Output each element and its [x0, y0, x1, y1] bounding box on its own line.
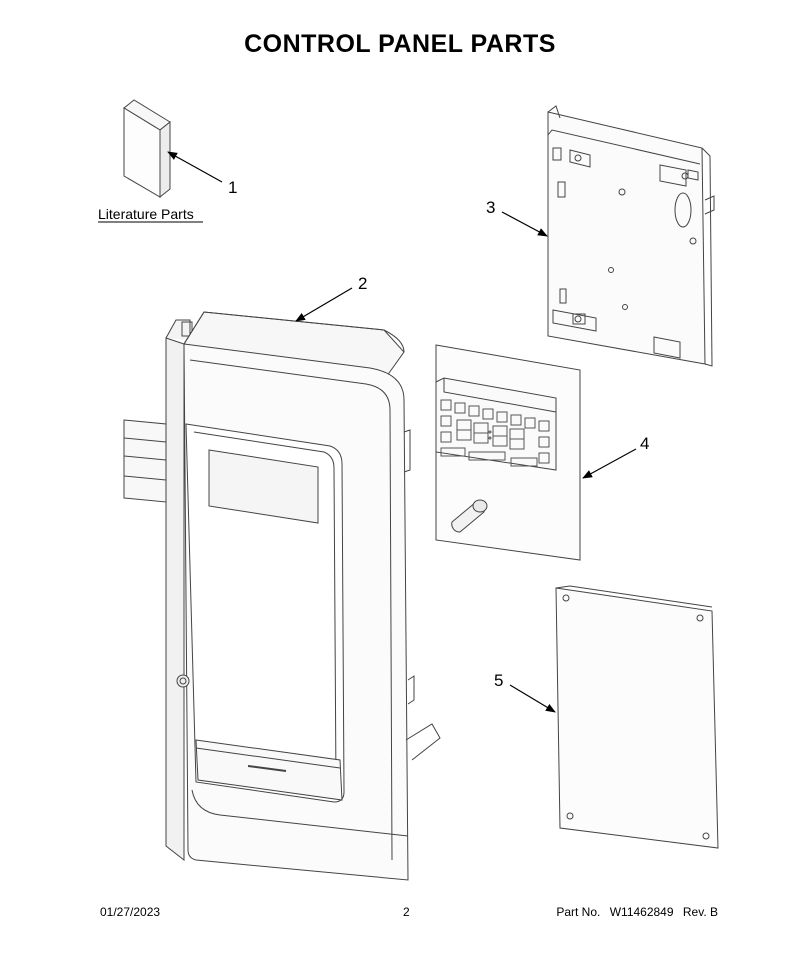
footer-part-prefix: Part No. — [556, 905, 601, 919]
callout-3-leader — [502, 212, 548, 236]
control-board-part — [436, 345, 580, 560]
insulator-sheet-part — [556, 586, 718, 848]
footer-date: 01/27/2023 — [100, 905, 161, 919]
footer-part-number: W11462849 — [609, 905, 674, 919]
page-title: CONTROL PANEL PARTS — [244, 30, 556, 58]
callout-2-label: 2 — [358, 274, 367, 293]
literature-booklet-part — [124, 100, 170, 197]
footer-page-number: 2 — [403, 905, 410, 919]
footer-part-info: Part No. W11462849 Rev. B — [550, 905, 718, 919]
mounting-bracket-part — [548, 106, 714, 366]
literature-parts-label: Literature Parts — [98, 206, 194, 222]
callout-4-label: 4 — [640, 434, 649, 453]
callout-2-leader — [295, 288, 352, 321]
callout-5-leader — [510, 685, 556, 712]
callout-4-leader — [582, 449, 636, 478]
callout-3-label: 3 — [486, 198, 495, 217]
callout-1-leader — [167, 152, 222, 182]
footer-revision: Rev. B — [682, 905, 718, 919]
callout-1-label: 1 — [228, 178, 237, 197]
callout-5-label: 5 — [494, 671, 503, 690]
control-panel-housing-part — [124, 312, 440, 880]
